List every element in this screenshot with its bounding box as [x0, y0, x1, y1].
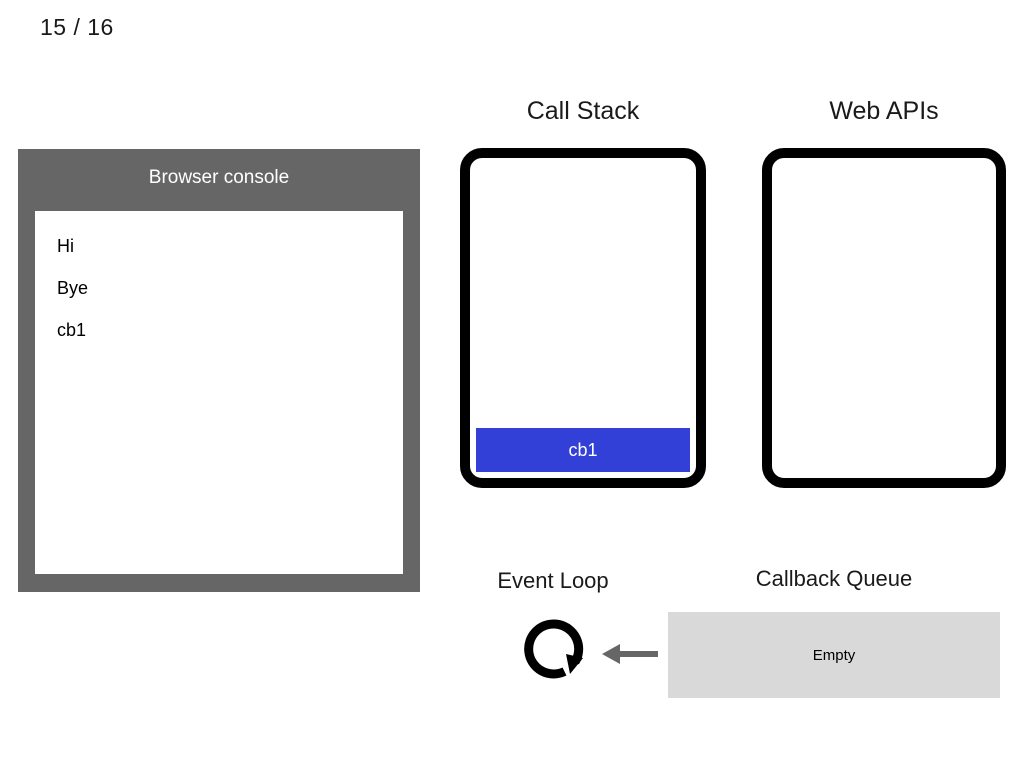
web-apis-heading: Web APIs — [829, 97, 939, 125]
browser-console-panel: Browser console Hi Bye cb1 — [18, 149, 420, 592]
callback-queue-box: Empty — [668, 612, 1000, 698]
callback-queue-heading: Callback Queue — [755, 566, 913, 591]
arrow-left-icon — [600, 640, 660, 668]
call-stack-box: cb1 — [460, 148, 706, 488]
event-loop-heading: Event Loop — [497, 568, 609, 593]
console-line: Hi — [57, 236, 74, 256]
circular-arrow-icon — [517, 612, 593, 688]
console-line: cb1 — [57, 320, 87, 340]
browser-console-output: Hi Bye cb1 — [35, 211, 403, 574]
callback-queue-status: Empty — [812, 646, 856, 664]
slide-counter: 15 / 16 — [40, 14, 114, 40]
browser-console-title: Browser console — [148, 167, 290, 188]
call-stack-frame: cb1 — [476, 428, 690, 472]
call-stack-heading: Call Stack — [526, 97, 640, 125]
web-apis-box — [762, 148, 1006, 488]
console-line: Bye — [57, 278, 89, 298]
